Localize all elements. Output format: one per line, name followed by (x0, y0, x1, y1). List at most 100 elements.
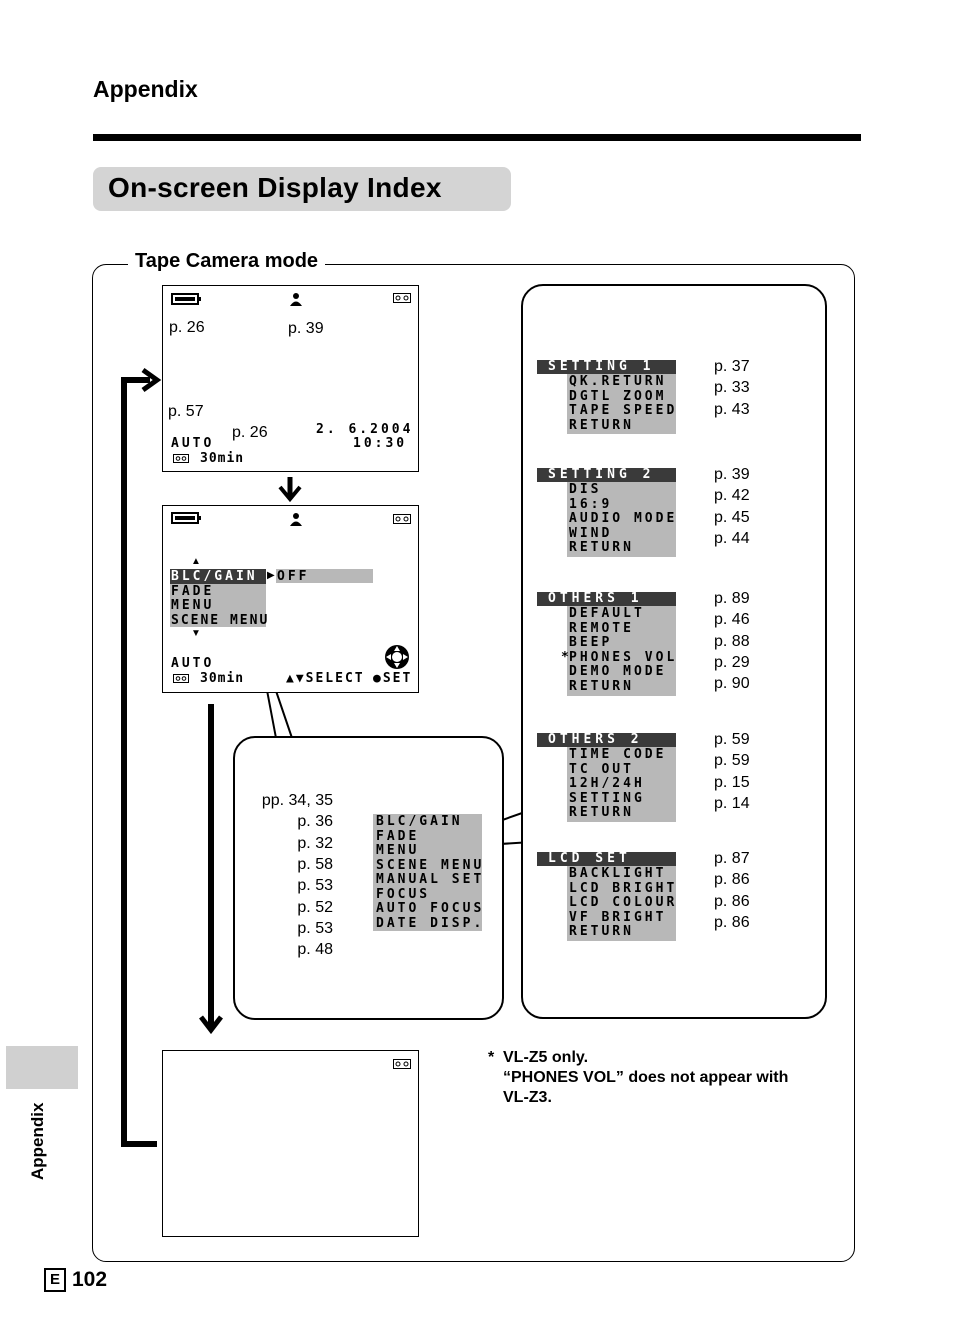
mode-label: Tape Camera mode (128, 250, 326, 273)
menu-index-item[interactable]: RETURN (569, 679, 634, 694)
footnote: VL-Z5 only. “PHONES VOL” does not appear… (503, 1048, 788, 1108)
language-badge: E (44, 1268, 66, 1292)
ref-person: p. 39 (288, 320, 324, 337)
menu-callout (233, 736, 504, 1020)
menu-index-item[interactable]: DGTL ZOOM (569, 388, 667, 404)
menu-title: OTHERS 1 (537, 592, 676, 606)
ref-auto: p. 57 (168, 403, 204, 420)
ref-battery: p. 26 (169, 319, 205, 336)
menu-page-ref: p. 59 (714, 731, 750, 748)
menu-index-item[interactable]: RETURN (569, 924, 634, 940)
callout-page-ref: p. 53 (297, 919, 333, 937)
cassette-small-icon (173, 454, 189, 463)
battery-icon (171, 512, 201, 524)
menu-item-blc-gain[interactable]: BLC/GAIN (171, 569, 258, 584)
menu-index-item[interactable]: LCD COLOUR (569, 895, 678, 911)
ref-tape: p. 26 (232, 424, 268, 441)
menu-index-item[interactable]: TAPE SPEED (569, 403, 678, 419)
person-icon (290, 513, 302, 526)
menu-page-ref: p. 86 (714, 871, 750, 889)
set-hint: ●SET (373, 671, 413, 686)
person-icon (290, 293, 302, 306)
menu-body-panel (567, 482, 676, 557)
scroll-down-icon: ▼ (191, 628, 201, 639)
cassette-small-icon (173, 674, 189, 683)
joystick-icon (385, 645, 409, 669)
viewfinder-screen-1: p. 26 p. 39 p. 57 p. 26 AUTO 30min 2. 6.… (162, 285, 419, 472)
menu-index-item[interactable]: BACKLIGHT (569, 866, 667, 881)
menu-title: OTHERS 2 (537, 733, 676, 747)
callout-menu-item[interactable]: SCENE MENU (376, 857, 485, 873)
menu-value[interactable]: OFF (277, 569, 310, 584)
callout-menu-item[interactable]: FOCUS (376, 886, 431, 902)
menu-page-ref: p. 15 (714, 773, 750, 791)
menu-body-panel (567, 747, 676, 822)
callout-menu-item[interactable]: DATE DISP. (376, 915, 485, 931)
header-rule (93, 134, 861, 141)
menu-item-scene-menu[interactable]: SCENE MENU (171, 613, 270, 628)
menu-index-item[interactable]: DIS (569, 482, 602, 497)
callout-menu-item[interactable]: BLC/GAIN (376, 814, 463, 829)
footnote-star: * (488, 1049, 495, 1066)
sidebar-tab (6, 1046, 78, 1089)
date-display: 2. 6.2004 (316, 422, 414, 437)
callout-page-ref: p. 48 (297, 941, 333, 959)
callout-menu-item[interactable]: MANUAL SET (376, 872, 485, 887)
menu-item-menu[interactable]: MENU (171, 598, 215, 613)
menu-index-item[interactable]: QK.RETURN (569, 374, 667, 389)
menu-page-ref: p. 88 (714, 632, 750, 650)
menu-index-item[interactable]: WIND (569, 525, 613, 541)
menu-page-ref: p. 89 (714, 590, 750, 607)
menu-index-item[interactable]: SETTING (569, 790, 645, 806)
menu-index-item[interactable]: PHONES VOL (569, 649, 678, 665)
menu-page-ref: p. 29 (714, 653, 750, 671)
menu-body-panel (567, 374, 676, 435)
mode-frame (92, 264, 855, 1262)
pointer-icon: ▶ (267, 570, 275, 581)
menu-index-item[interactable]: RETURN (569, 805, 634, 821)
menu-title: LCD SET (537, 852, 676, 866)
menu-page-ref: p. 86 (714, 892, 750, 910)
cassette-icon (393, 293, 411, 303)
viewfinder-screen-3 (162, 1050, 419, 1237)
callout-page-ref: p. 53 (297, 877, 333, 895)
menu-index-item[interactable]: DEFAULT (569, 606, 645, 621)
menu-index-item[interactable]: RETURN (569, 417, 634, 433)
menu-page-ref: p. 59 (714, 752, 750, 770)
section-heading: Appendix (93, 76, 198, 102)
footnote-line-2: “PHONES VOL” does not appear with (503, 1069, 789, 1086)
menu-index-item[interactable]: VF BRIGHT (569, 909, 667, 925)
menu-title: SETTING 1 (537, 360, 676, 374)
menu-index-item[interactable]: RETURN (569, 540, 634, 556)
menu-highlight (170, 569, 266, 584)
footnote-line-1: VL-Z5 only. (503, 1049, 589, 1066)
sidebar-label: Appendix (28, 1102, 47, 1180)
menu-index-item[interactable]: TIME CODE (569, 747, 667, 762)
menu-index-item[interactable]: TC OUT (569, 761, 634, 777)
menu-page-ref: p. 39 (714, 466, 750, 483)
menu-index-item[interactable]: REMOTE (569, 620, 634, 636)
menu-index-item[interactable]: LCD BRIGHT (569, 880, 678, 896)
callout-page-ref: p. 58 (297, 855, 333, 873)
menu-index-item[interactable]: 16:9 (569, 496, 613, 512)
time-display: 10:30 (353, 436, 408, 451)
menu-index-item[interactable]: 12H/24H (569, 776, 645, 792)
cassette-icon (393, 514, 411, 524)
callout-page-ref: p. 52 (297, 898, 333, 916)
menu-page-ref: p. 37 (714, 358, 750, 375)
callout-menu-item[interactable]: FADE (376, 828, 420, 844)
callout-menu-item[interactable]: MENU (376, 843, 420, 858)
menu-index-item[interactable]: DEMO MODE (569, 664, 667, 680)
menu-index-item[interactable]: BEEP (569, 635, 613, 651)
value-bar (276, 569, 373, 583)
viewfinder-screen-2: ▲ BLC/GAIN FADE MENU SCENE MENU ▼ ▶ OFF … (162, 505, 419, 693)
menu-item-fade[interactable]: FADE (171, 584, 215, 599)
menu-index-item[interactable]: AUDIO MODE (569, 511, 678, 527)
menu-title: SETTING 2 (537, 468, 676, 482)
menu-page-ref: p. 45 (714, 508, 750, 526)
footnote-line-3: VL-Z3. (503, 1089, 552, 1106)
menu-body-panel (567, 606, 676, 696)
page-number-text: 102 (72, 1268, 108, 1291)
callout-menu-item[interactable]: AUTO FOCUS (376, 901, 485, 916)
page-number: E 102 (44, 1268, 107, 1292)
